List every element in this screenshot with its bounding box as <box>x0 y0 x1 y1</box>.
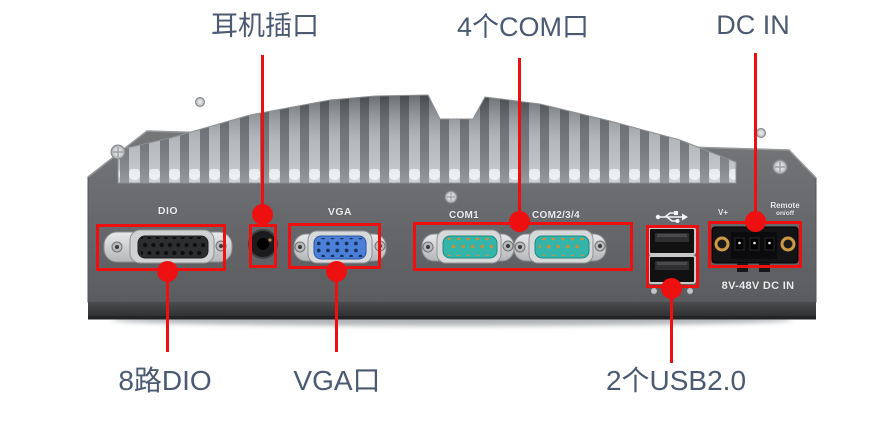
leader-dot-usb <box>661 278 682 299</box>
leader-line-vga <box>335 272 338 352</box>
callout-headphone-jack: 耳机插口 <box>211 11 319 41</box>
com234-port <box>513 229 607 264</box>
leader-dot-dcin <box>745 211 766 232</box>
leader-line-dio <box>166 272 169 352</box>
highlight-box-headphone <box>249 224 277 268</box>
terminal-vplus-label: V+ <box>717 208 729 217</box>
dc-rating-label: 8V-48V DC IN <box>721 280 795 292</box>
terminal-remote-label: Remote <box>770 201 800 210</box>
leader-line-com <box>518 58 521 223</box>
leader-dot-dio <box>157 261 178 282</box>
leader-dot-com <box>509 211 530 232</box>
dio-port-label: DIO <box>157 205 179 217</box>
com234-port-label: COM2/3/4 <box>532 210 580 221</box>
com1-port <box>421 229 515 264</box>
callout-usb: 2个USB2.0 <box>605 365 747 396</box>
callout-vga: VGA口 <box>293 365 381 396</box>
usb-trident-icon <box>655 211 688 223</box>
leader-dot-headphone <box>252 204 273 225</box>
callout-dio: 8路DIO <box>118 365 212 396</box>
vga-port <box>293 230 387 264</box>
terminal-onoff-label: on/off <box>775 210 795 217</box>
callout-com-ports: 4个COM口 <box>456 12 590 42</box>
callout-dc-in: DC IN <box>716 10 790 40</box>
chassis-bottom-strip <box>88 302 816 316</box>
usb-ports <box>648 227 696 294</box>
dio-port <box>103 229 233 264</box>
vga-port-label: VGA <box>327 206 353 218</box>
leader-dot-vga <box>326 261 347 282</box>
com1-port-label: COM1 <box>448 210 480 221</box>
leader-line-headphone <box>261 55 264 215</box>
chassis-screws <box>110 97 788 204</box>
leader-line-usb <box>670 289 673 363</box>
leader-line-dcin <box>754 53 757 223</box>
heatsink <box>117 94 737 184</box>
dc-terminal-block <box>711 226 799 272</box>
